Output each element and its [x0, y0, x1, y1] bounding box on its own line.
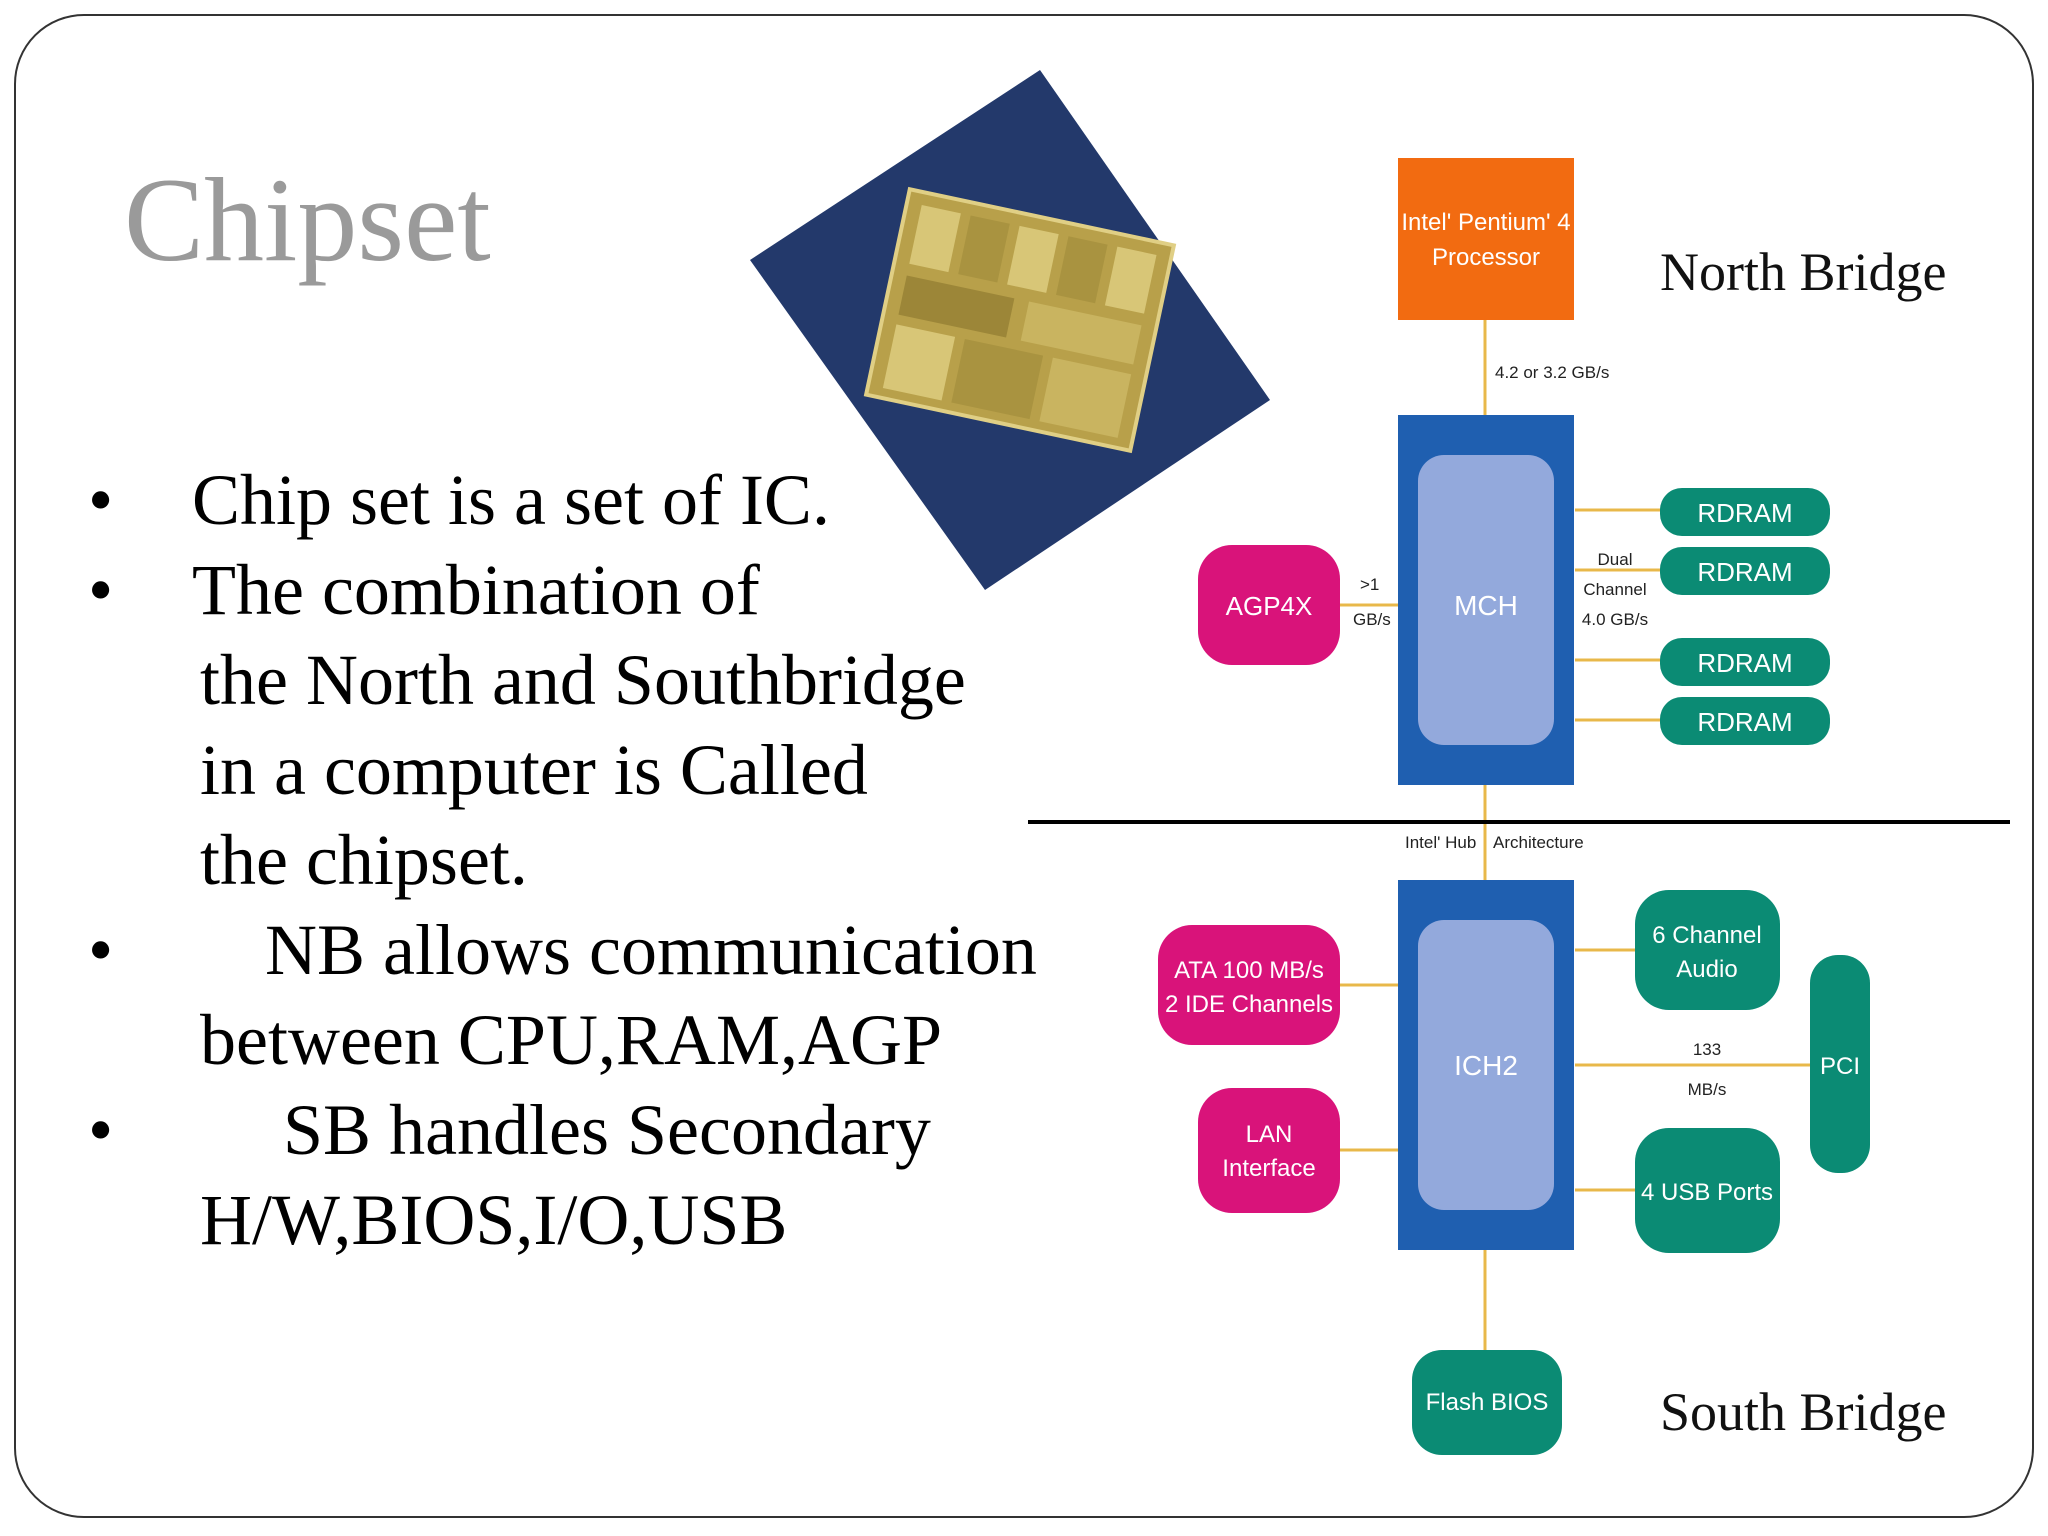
memory-channel-line1: Dual — [1598, 550, 1633, 569]
bullet-text: the chipset. — [200, 820, 528, 900]
bullet-text: SB handles Secondary — [283, 1090, 931, 1170]
processor-label-line1: Intel' Pentium' 4 — [1401, 209, 1570, 236]
ich2-inner — [1418, 920, 1554, 1210]
memory-channel-line2: Channel — [1583, 580, 1646, 599]
ata-label-line2: 2 IDE Channels — [1165, 991, 1333, 1018]
south-bridge-label: South Bridge — [1660, 1382, 1947, 1442]
pci-speed-line2: MB/s — [1688, 1080, 1727, 1099]
rdram-label: RDRAM — [1697, 648, 1792, 678]
bullet-marker: • — [88, 460, 114, 540]
lan-label-line1: LAN — [1246, 1121, 1293, 1148]
audio-label-line2: Audio — [1676, 956, 1737, 983]
rdram-module — [1660, 547, 1830, 595]
rdram-module — [1660, 638, 1830, 686]
usb-block — [1635, 1128, 1780, 1253]
bullet-list: • Chip set is a set of IC. • The combina… — [80, 455, 1080, 1265]
bullet-marker: • — [88, 1090, 114, 1170]
rdram-module — [1660, 697, 1830, 745]
bullet-marker: • — [88, 550, 114, 630]
slide-title: Chipset — [124, 153, 491, 286]
flash-bios-label: Flash BIOS — [1426, 1389, 1549, 1416]
memory-channel-line3: 4.0 GB/s — [1582, 610, 1648, 629]
mch-label: MCH — [1454, 590, 1518, 621]
north-bridge-label: North Bridge — [1660, 242, 1946, 302]
lan-label-line2: Interface — [1222, 1155, 1315, 1182]
agp-speed-line1: >1 — [1360, 575, 1379, 594]
mch-inner — [1418, 455, 1554, 745]
rdram-label: RDRAM — [1697, 498, 1792, 528]
usb-label: 4 USB Ports — [1641, 1179, 1773, 1206]
bullet-marker: • — [88, 910, 114, 990]
bullet-text: The combination of — [192, 550, 760, 630]
hub-label-part2: Architecture — [1493, 833, 1584, 852]
rdram-label: RDRAM — [1697, 557, 1792, 587]
bullet-item: • Chip set is a set of IC. — [80, 455, 1080, 545]
ata-label-line1: ATA 100 MB/s — [1174, 957, 1324, 984]
connector-lines — [1340, 320, 1810, 1350]
rdram-module — [1660, 488, 1830, 536]
chipset-block-diagram: Intel' Pentium' 4 Processor 4.2 or 3.2 G… — [1028, 158, 2010, 1455]
processor-block — [1398, 158, 1574, 320]
ata-block — [1158, 925, 1340, 1045]
bullet-text: NB allows communication — [265, 910, 1037, 990]
chip-die-photo — [750, 70, 1270, 590]
processor-label-line2: Processor — [1432, 244, 1540, 271]
bullet-item: • NB allows communication between CPU,RA… — [80, 905, 1080, 1085]
pci-speed-line1: 133 — [1693, 1040, 1721, 1059]
bullet-item: • The combination of the North and South… — [80, 545, 1080, 905]
hub-label-part1: Intel' Hub — [1405, 833, 1476, 852]
agp-speed-line2: GB/s — [1353, 610, 1391, 629]
audio-block — [1635, 890, 1780, 1010]
agp-label: AGP4X — [1226, 591, 1313, 621]
pci-block — [1810, 955, 1870, 1173]
bullet-item: • SB handles Secondary H/W,BIOS,I/O,USB — [80, 1085, 1080, 1265]
ich2-label: ICH2 — [1454, 1050, 1518, 1081]
pci-label: PCI — [1820, 1053, 1860, 1080]
audio-label-line1: 6 Channel — [1652, 922, 1761, 949]
bullet-text: the North and Southbridge — [200, 640, 966, 720]
bullet-text: H/W,BIOS,I/O,USB — [200, 1180, 788, 1260]
lan-block — [1198, 1088, 1340, 1213]
flash-bios-block — [1412, 1350, 1562, 1455]
bullet-text: in a computer is Called — [200, 730, 868, 810]
bullet-text: Chip set is a set of IC. — [192, 460, 830, 540]
agp-block — [1198, 545, 1340, 665]
processor-bus-speed: 4.2 or 3.2 GB/s — [1495, 363, 1609, 382]
rdram-label: RDRAM — [1697, 707, 1792, 737]
bullet-text: between CPU,RAM,AGP — [200, 1000, 943, 1080]
